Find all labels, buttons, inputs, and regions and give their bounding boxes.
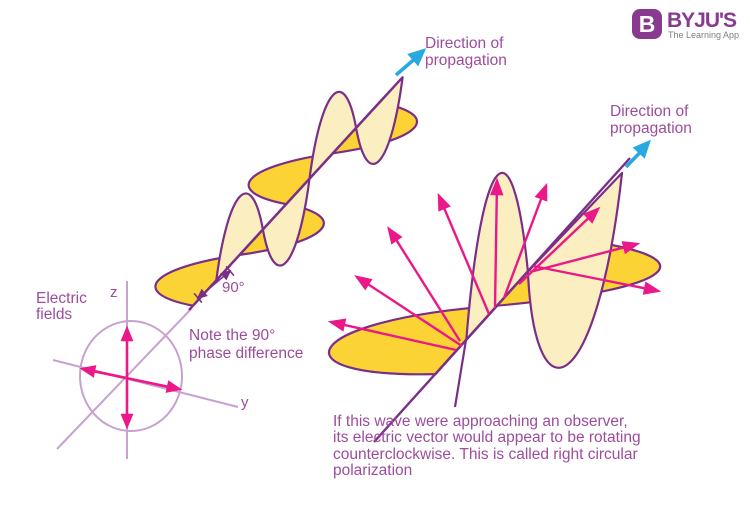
e-vector-arrow-4-head: [437, 192, 451, 212]
dimension-arrowhead-start: [196, 288, 208, 300]
left-wave: [154, 76, 418, 307]
e-vector-arrow-7-head: [583, 206, 601, 224]
observer-rotation-caption: If this wave were approaching an observe…: [333, 413, 641, 479]
vertical-e-arrowhead-top: [120, 325, 134, 342]
left-wave-vertical-lobe-1: [215, 192, 264, 282]
right-wave-vertical-lobe-2: [526, 171, 624, 369]
propagation-axis-left: [188, 78, 402, 311]
propagation-arrow-right-shaft: [624, 151, 642, 169]
dimension-arrowhead-end: [220, 269, 232, 281]
e-vector-arrow-5-shaft: [493, 193, 498, 309]
byjus-badge-icon: B: [632, 9, 662, 39]
direction-of-propagation-label-right: Direction of propagation: [610, 103, 692, 137]
left-wave-vertical-lobe-2: [261, 177, 311, 267]
byjus-logo-name: BYJU'S: [667, 9, 737, 32]
e-vector-arrow-2-shaft: [367, 283, 463, 348]
byjus-logo: B BYJU'S The Learning App: [632, 9, 742, 43]
electric-fields-label: Electric fields: [36, 290, 87, 323]
note-phase-difference-label: Note the 90° phase difference: [189, 327, 304, 362]
dimension-tick-end: [225, 265, 235, 277]
e-vector-arrow-1-head: [327, 318, 347, 332]
propagation-axes: [188, 78, 631, 443]
e-vector-arrow-3-shaft: [395, 239, 462, 342]
circle-e-field-arrows: [79, 325, 183, 430]
ninety-degrees-label: 90°: [222, 279, 245, 296]
e-vector-arrow-9-head: [642, 281, 662, 295]
horizontal-e-arrowhead-left: [79, 365, 97, 378]
e-vector-arrow-8-head: [621, 241, 641, 255]
byjus-logo-tagline: The Learning App: [668, 30, 740, 40]
left-wave-vertical-lobe-4: [355, 76, 404, 165]
polarization-circle: [79, 320, 183, 432]
dimension-shaft: [203, 275, 225, 294]
propagation-direction-arrows: [394, 48, 651, 169]
direction-of-propagation-label-left: Direction of propagation: [425, 35, 507, 69]
rotating-e-vector-arrows: [327, 177, 662, 352]
vertical-e-arrowhead-bottom: [120, 413, 134, 430]
e-vector-arrow-5-head: [490, 177, 504, 196]
left-wave-vertical-lobe-3: [308, 90, 358, 180]
z-axis-label: z: [110, 284, 118, 301]
propagation-axis-right: [373, 157, 631, 443]
y-axis-label: y: [241, 394, 249, 411]
e-vector-arrow-9-shaft: [532, 264, 646, 290]
propagation-arrow-right-icon: [632, 139, 651, 159]
dimension-tick-start: [193, 292, 203, 304]
horizontal-e-arrow-shaft: [93, 369, 169, 389]
phase-offset-dimension: [193, 265, 235, 304]
propagation-arrow-left-shaft: [394, 58, 416, 77]
horizontal-e-arrowhead-right: [165, 380, 183, 393]
pale-lobe-edge-extension: [453, 339, 468, 408]
propagation-arrow-left-icon: [407, 48, 427, 67]
e-vector-arrow-3-head: [387, 226, 403, 245]
e-vector-arrow-6-shaft: [502, 197, 543, 299]
e-vector-arrow-4-shaft: [442, 207, 491, 315]
e-vector-arrow-1-shaft: [343, 323, 457, 352]
e-vector-arrow-2-head: [354, 275, 373, 291]
e-vector-arrow-6-head: [534, 182, 548, 202]
